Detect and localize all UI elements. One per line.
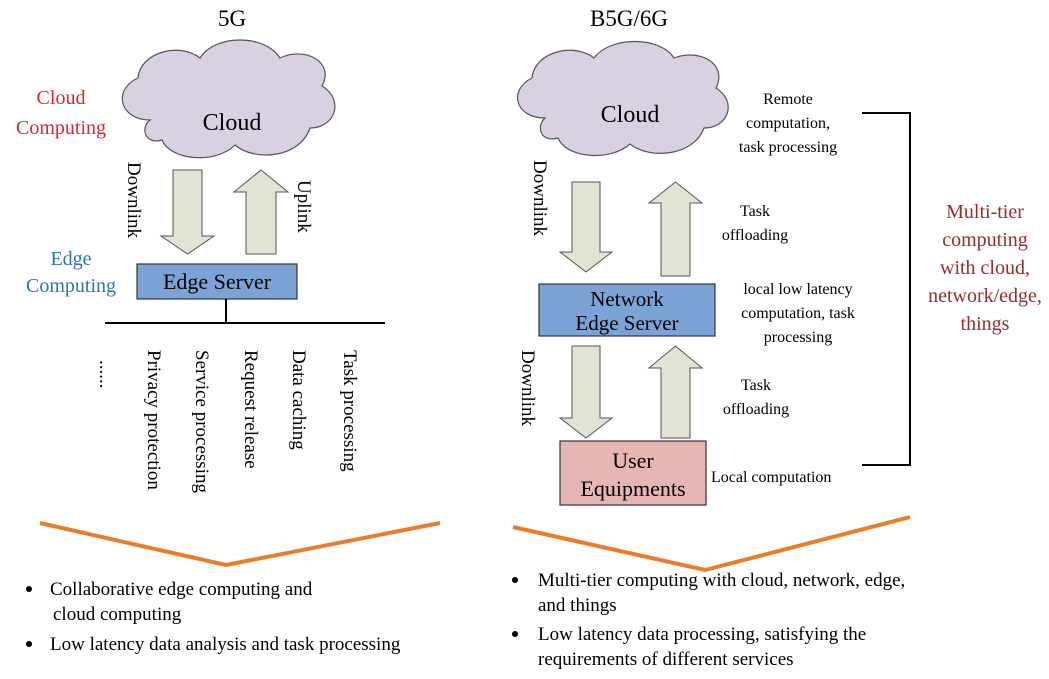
network-edge-server-line1: Network (590, 287, 664, 311)
right-downlink-top-label: Downlink (529, 160, 550, 237)
left-bullet-dot-2 (26, 641, 32, 647)
left-bullet-1-line2: cloud computing (53, 604, 182, 625)
right-bullet-dot-1 (512, 577, 518, 583)
cloud-computing-line1: Cloud (37, 87, 86, 109)
right-bullet-2-line1: Low latency data processing, satisfying … (538, 624, 866, 645)
user-equipments-line1: User (612, 448, 654, 473)
multi-tier-line3: with cloud, (940, 257, 1030, 279)
left-uplink-label: Uplink (293, 180, 314, 233)
network-edge-server-box (538, 283, 716, 337)
left-bullet-2-line1: Low latency data analysis and task proce… (50, 634, 401, 655)
right-cloud-shape (516, 41, 729, 157)
right-title: B5G/6G (590, 6, 668, 31)
right-bullet-2-line2: requirements of different services (538, 649, 794, 670)
left-edge-server-label: Edge Server (163, 269, 272, 294)
cloud-computing-line2: Computing (16, 117, 106, 139)
cloud-note-line2: computation, (746, 115, 830, 132)
right-cloud-label: Cloud (601, 102, 660, 128)
right-downlink-bottom-label: Downlink (517, 350, 538, 427)
left-cloud-label: Cloud (203, 110, 262, 136)
network-edge-server-line2: Edge Server (575, 311, 678, 335)
offload-bottom-line1: Task (741, 377, 771, 394)
function-task-processing: Task processing (339, 350, 360, 472)
server-note-line3: processing (764, 329, 832, 346)
edge-computing-line2: Computing (26, 275, 116, 297)
edge-computing-line1: Edge (50, 248, 91, 270)
multi-tier-line2: computing (942, 229, 1028, 251)
multi-tier-line4: network/edge, (928, 285, 1042, 307)
left-uplink-arrow (232, 169, 290, 255)
left-chevron (39, 521, 441, 568)
left-downlink-label: Downlink (123, 162, 144, 239)
offload-top-line2: offloading (722, 227, 788, 244)
left-edge-server-box (136, 263, 298, 300)
offload-top-line1: Task (740, 203, 770, 220)
user-equipments-box (559, 440, 707, 506)
right-chevron (512, 515, 911, 573)
function-privacy-protection: Privacy protection (143, 350, 164, 490)
multi-tier-line5: things (961, 313, 1010, 335)
server-note-line2: computation, task (741, 305, 855, 322)
cloud-note-line3: task processing (739, 139, 837, 156)
left-downlink-arrow (159, 169, 216, 255)
right-bullet-dot-2 (512, 631, 518, 637)
cloud-note-line1: Remote (763, 91, 813, 108)
function-request-release: Request release (240, 350, 261, 469)
function-data-caching: Data caching (288, 350, 309, 450)
left-bullet-1-line1: Collaborative edge computing and (50, 579, 313, 600)
left-bullet-dot-1 (26, 586, 32, 592)
multi-tier-line1: Multi-tier (946, 201, 1024, 223)
multi-tier-bracket (862, 112, 911, 466)
function-service-processing: Service processing (191, 350, 212, 493)
right-offload-arrow-bottom (647, 345, 704, 439)
server-note-line1: local low latency (743, 281, 852, 298)
left-title: 5G (218, 6, 246, 31)
offload-bottom-line2: offloading (723, 401, 789, 418)
right-downlink-arrow-top (558, 181, 614, 273)
user-equipments-line2: Equipments (580, 476, 685, 501)
right-bullet-1-line1: Multi-tier computing with cloud, network… (538, 570, 905, 591)
left-cloud-shape (121, 39, 336, 159)
ue-note: Local computation (711, 469, 831, 486)
right-bullet-1-line2: and things (538, 595, 617, 616)
right-offload-arrow-top (647, 181, 704, 277)
function-ellipsis: ...... (95, 360, 116, 389)
right-downlink-arrow-bottom (558, 345, 614, 439)
